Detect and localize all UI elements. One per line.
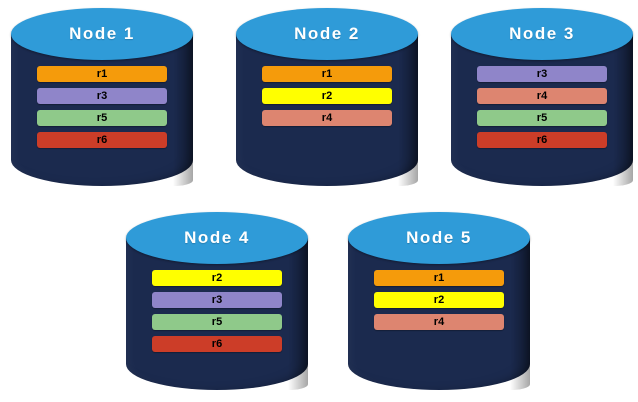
record-label: r5 (211, 315, 223, 328)
record-label: r2 (433, 293, 445, 306)
cylinder-top-ellipse: Node 3 (451, 8, 633, 60)
record-bar[interactable]: r2 (152, 270, 282, 286)
record-bar[interactable]: r5 (477, 110, 607, 126)
cylinder-top-ellipse: Node 1 (11, 8, 193, 60)
record-label: r2 (211, 271, 223, 284)
record-label: r1 (433, 271, 445, 284)
record-bar[interactable]: r2 (374, 292, 504, 308)
database-node-5[interactable]: Node 5 r1 r2 r4 (348, 212, 530, 390)
record-bar[interactable]: r1 (374, 270, 504, 286)
record-label: r5 (96, 111, 108, 124)
record-list: r1 r3 r5 r6 (37, 66, 167, 154)
record-bar[interactable]: r5 (152, 314, 282, 330)
record-label: r3 (96, 89, 108, 102)
record-list: r1 r2 r4 (262, 66, 392, 132)
record-bar[interactable]: r1 (262, 66, 392, 82)
record-bar[interactable]: r1 (37, 66, 167, 82)
cylinder-top-ellipse: Node 4 (126, 212, 308, 264)
record-bar[interactable]: r3 (152, 292, 282, 308)
record-list: r1 r2 r4 (374, 270, 504, 336)
database-node-1[interactable]: Node 1 r1 r3 r5 r6 (11, 8, 193, 186)
record-bar[interactable]: r4 (262, 110, 392, 126)
record-bar[interactable]: r3 (37, 88, 167, 104)
record-bar[interactable]: r4 (374, 314, 504, 330)
record-list: r3 r4 r5 r6 (477, 66, 607, 154)
record-bar[interactable]: r4 (477, 88, 607, 104)
database-node-3[interactable]: Node 3 r3 r4 r5 r6 (451, 8, 633, 186)
database-node-4[interactable]: Node 4 r2 r3 r5 r6 (126, 212, 308, 390)
cylinder-top-ellipse: Node 5 (348, 212, 530, 264)
record-label: r4 (433, 315, 445, 328)
node-title: Node 1 (69, 24, 135, 43)
record-label: r3 (536, 67, 548, 80)
record-label: r3 (211, 293, 223, 306)
record-label: r5 (536, 111, 548, 124)
record-label: r6 (211, 337, 223, 350)
record-bar[interactable]: r6 (152, 336, 282, 352)
node-title: Node 5 (406, 228, 472, 247)
record-list: r2 r3 r5 r6 (152, 270, 282, 358)
record-bar[interactable]: r2 (262, 88, 392, 104)
node-title: Node 3 (509, 24, 575, 43)
record-bar[interactable]: r6 (477, 132, 607, 148)
record-bar[interactable]: r3 (477, 66, 607, 82)
record-label: r6 (96, 133, 108, 146)
node-title: Node 4 (184, 228, 250, 247)
record-label: r1 (321, 67, 333, 80)
record-label: r4 (536, 89, 548, 102)
record-bar[interactable]: r5 (37, 110, 167, 126)
record-bar[interactable]: r6 (37, 132, 167, 148)
cylinder-top-ellipse: Node 2 (236, 8, 418, 60)
record-label: r2 (321, 89, 333, 102)
node-title: Node 2 (294, 24, 360, 43)
record-label: r4 (321, 111, 333, 124)
record-label: r6 (536, 133, 548, 146)
database-node-2[interactable]: Node 2 r1 r2 r4 (236, 8, 418, 186)
record-label: r1 (96, 67, 108, 80)
